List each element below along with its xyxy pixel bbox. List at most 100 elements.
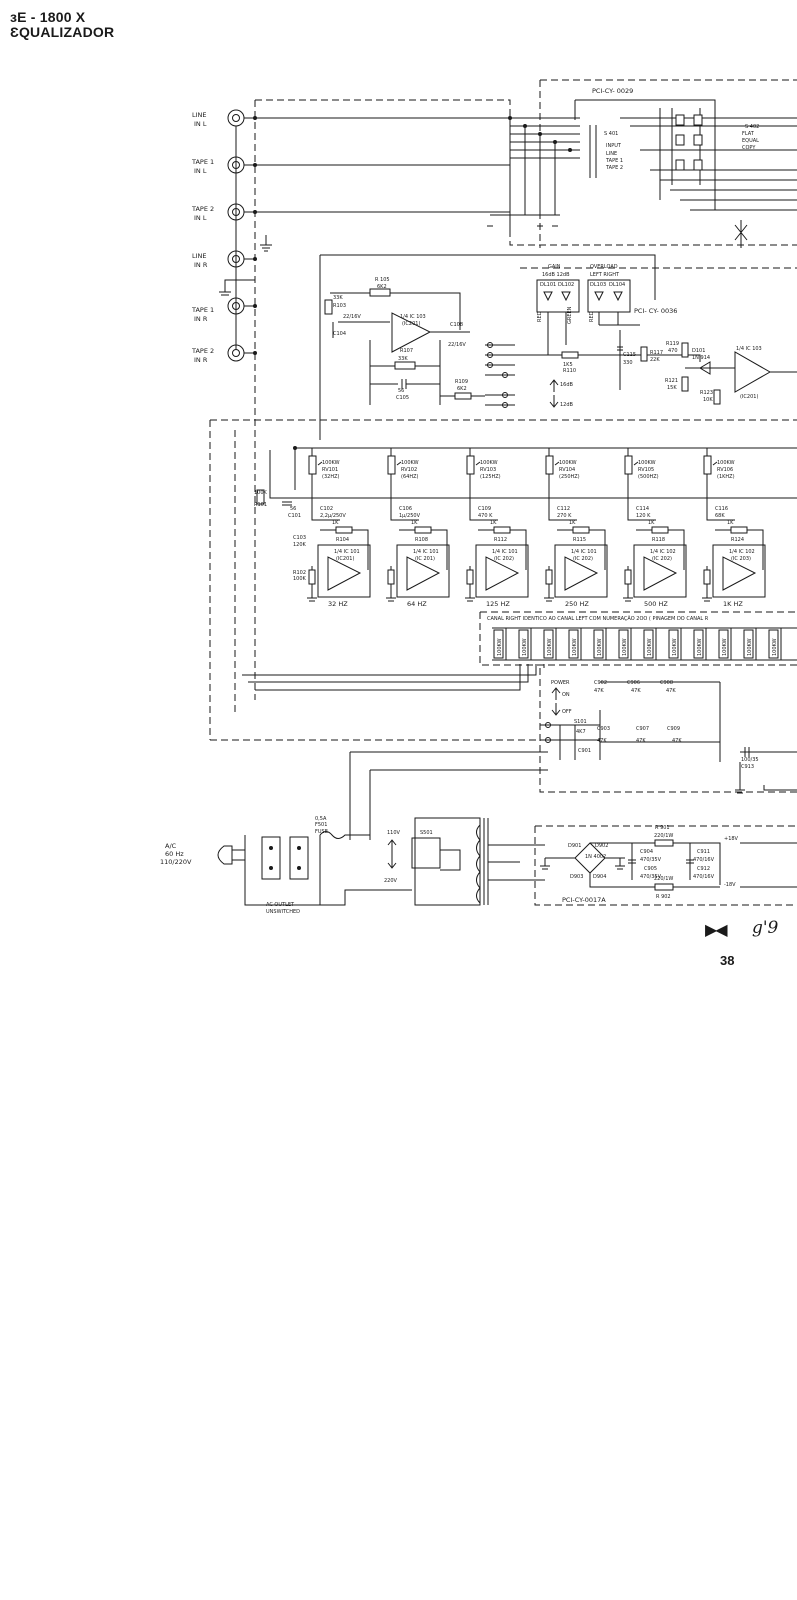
- band-pot-wiper: [317, 461, 323, 466]
- band-ic-unit: (IC 202): [652, 556, 672, 562]
- slider-value: 100KW: [622, 638, 628, 656]
- band-pot-value: 100KW: [480, 460, 498, 466]
- slider-body: [693, 629, 704, 659]
- band-opamp-box: [712, 544, 766, 598]
- slider-value: 100KW: [747, 638, 753, 656]
- band-cap-ref: C102: [320, 506, 333, 512]
- band-potentiometer: [387, 455, 396, 475]
- svg-text:C903: C903: [597, 726, 610, 732]
- svg-text:IN R: IN R: [194, 356, 208, 364]
- band-bias-resistor: [308, 569, 316, 585]
- svg-text:110V: 110V: [387, 830, 401, 836]
- svg-text:AC OUTLET: AC OUTLET: [266, 902, 295, 908]
- svg-text:R121: R121: [665, 378, 678, 384]
- svg-text:33K: 33K: [398, 356, 408, 362]
- svg-text:4K7: 4K7: [576, 729, 586, 735]
- svg-text:A/C: A/C: [165, 842, 177, 850]
- svg-text:C905: C905: [644, 866, 657, 872]
- svg-text:D903: D903: [570, 874, 583, 880]
- supply-decoupling: C902 47K C906 47K C908 47K C903 47K C907…: [576, 680, 797, 794]
- svg-text:DL102: DL102: [558, 282, 574, 288]
- band-pot-frequency: (32HZ): [322, 474, 339, 480]
- svg-text:22K: 22K: [650, 357, 660, 363]
- slider-body: [518, 629, 529, 659]
- svg-text:IN R: IN R: [194, 261, 208, 269]
- svg-text:F501: F501: [315, 822, 327, 828]
- band-feedback-wire: [715, 529, 764, 570]
- svg-text:60 Hz: 60 Hz: [165, 850, 184, 858]
- svg-text:+18V: +18V: [724, 836, 739, 842]
- slider-body: [768, 629, 779, 659]
- band-potentiometer: [703, 455, 712, 475]
- svg-text:R123: R123: [700, 390, 713, 396]
- svg-text:120K: 120K: [293, 542, 307, 548]
- band-feedback-wire: [478, 529, 527, 570]
- band-cap-value: 68K: [715, 513, 725, 519]
- svg-text:0,5A: 0,5A: [315, 816, 327, 822]
- svg-text:GREEN: GREEN: [567, 306, 573, 324]
- board-label-led: PCI- CY- 0036: [634, 307, 677, 315]
- led-indicators: GAIN 16dB 12dB DL101 DL102 RED GREEN OVE…: [536, 264, 677, 355]
- mains-input: A/C 60 Hz 110/220V AC OUTLET UNSWITCHED …: [160, 816, 461, 915]
- board-label-input: PCI-CY- 0029: [592, 87, 633, 95]
- right-channel-slider: 100KW: [518, 628, 532, 660]
- right-channel-slider: 100KW: [743, 628, 757, 660]
- band-pot-wiper: [554, 461, 560, 466]
- svg-text:1/4 IC 103: 1/4 IC 103: [400, 314, 426, 320]
- right-channel-sliders: CANAL RIGHT IDENTICO AO CANAL LEFT COM N…: [487, 615, 797, 661]
- svg-text:R 901: R 901: [655, 825, 670, 831]
- band-ic-ref: 1/4 IC 101: [334, 549, 360, 555]
- svg-text:(IC201): (IC201): [740, 394, 758, 400]
- document-header: ɜE - 1800 X ƐQUALIZADOR: [10, 10, 114, 40]
- svg-text:OFF: OFF: [562, 709, 572, 715]
- svg-text:47K: 47K: [594, 688, 604, 694]
- svg-text:DL103: DL103: [590, 282, 606, 288]
- band-pot-frequency: (250HZ): [559, 474, 580, 480]
- band-pot-ref: RV104: [559, 467, 575, 473]
- svg-text:C902: C902: [594, 680, 607, 686]
- band-ic-unit: (IC 202): [573, 556, 593, 562]
- power-supply: R 901 220/1W +18V D901 D902 1N 4002 D903…: [540, 825, 797, 904]
- right-channel-slider: 100KW: [493, 628, 507, 660]
- svg-text:47K: 47K: [636, 738, 646, 744]
- board-label-power: PCI-CY-0017A: [562, 896, 606, 904]
- band-pot-ref: RV106: [717, 467, 733, 473]
- slider-value: 100KW: [672, 638, 678, 656]
- band-bias-resistor: [387, 569, 395, 585]
- band-resistor-value: 1K: [569, 520, 576, 526]
- band-pot-value: 100KW: [322, 460, 340, 466]
- svg-text:POWER: POWER: [551, 680, 570, 686]
- svg-text:470/16V: 470/16V: [693, 874, 715, 880]
- slider-body: [643, 629, 654, 659]
- svg-text:R119: R119: [666, 341, 679, 347]
- right-channel-slider: 100KW: [693, 628, 707, 660]
- svg-text:LINE: LINE: [192, 252, 207, 260]
- svg-text:TAPE 2: TAPE 2: [191, 205, 214, 213]
- band-cap-value: 470 K: [478, 513, 493, 519]
- svg-text:330: 330: [623, 360, 633, 366]
- band-feedback-resistor: [493, 526, 511, 534]
- svg-text:D902: D902: [595, 843, 608, 849]
- svg-text:C904: C904: [640, 849, 653, 855]
- svg-text:100/35: 100/35: [741, 757, 759, 763]
- svg-text:R 105: R 105: [375, 277, 390, 283]
- slider-value: 100KW: [597, 638, 603, 656]
- band-ic-ref: 1/4 IC 101: [492, 549, 518, 555]
- svg-text:1N 914: 1N 914: [692, 355, 710, 361]
- band-resistor-value: 1K: [648, 520, 655, 526]
- slider-body: [593, 629, 604, 659]
- band-pot-wiper: [712, 461, 718, 466]
- band-bias-resistor: [466, 569, 474, 585]
- svg-text:C912: C912: [697, 866, 710, 872]
- band-ic-unit: (IC 201): [415, 556, 435, 562]
- band-opamp-box: [554, 544, 608, 598]
- svg-text:LINE: LINE: [606, 151, 617, 157]
- band-feedback-wire: [557, 529, 606, 570]
- band-frequency-label: 250 HZ: [565, 600, 589, 608]
- band-frequency-label: 64 HZ: [407, 600, 427, 608]
- svg-text:GAIN: GAIN: [548, 264, 561, 270]
- svg-text:ON: ON: [562, 692, 570, 698]
